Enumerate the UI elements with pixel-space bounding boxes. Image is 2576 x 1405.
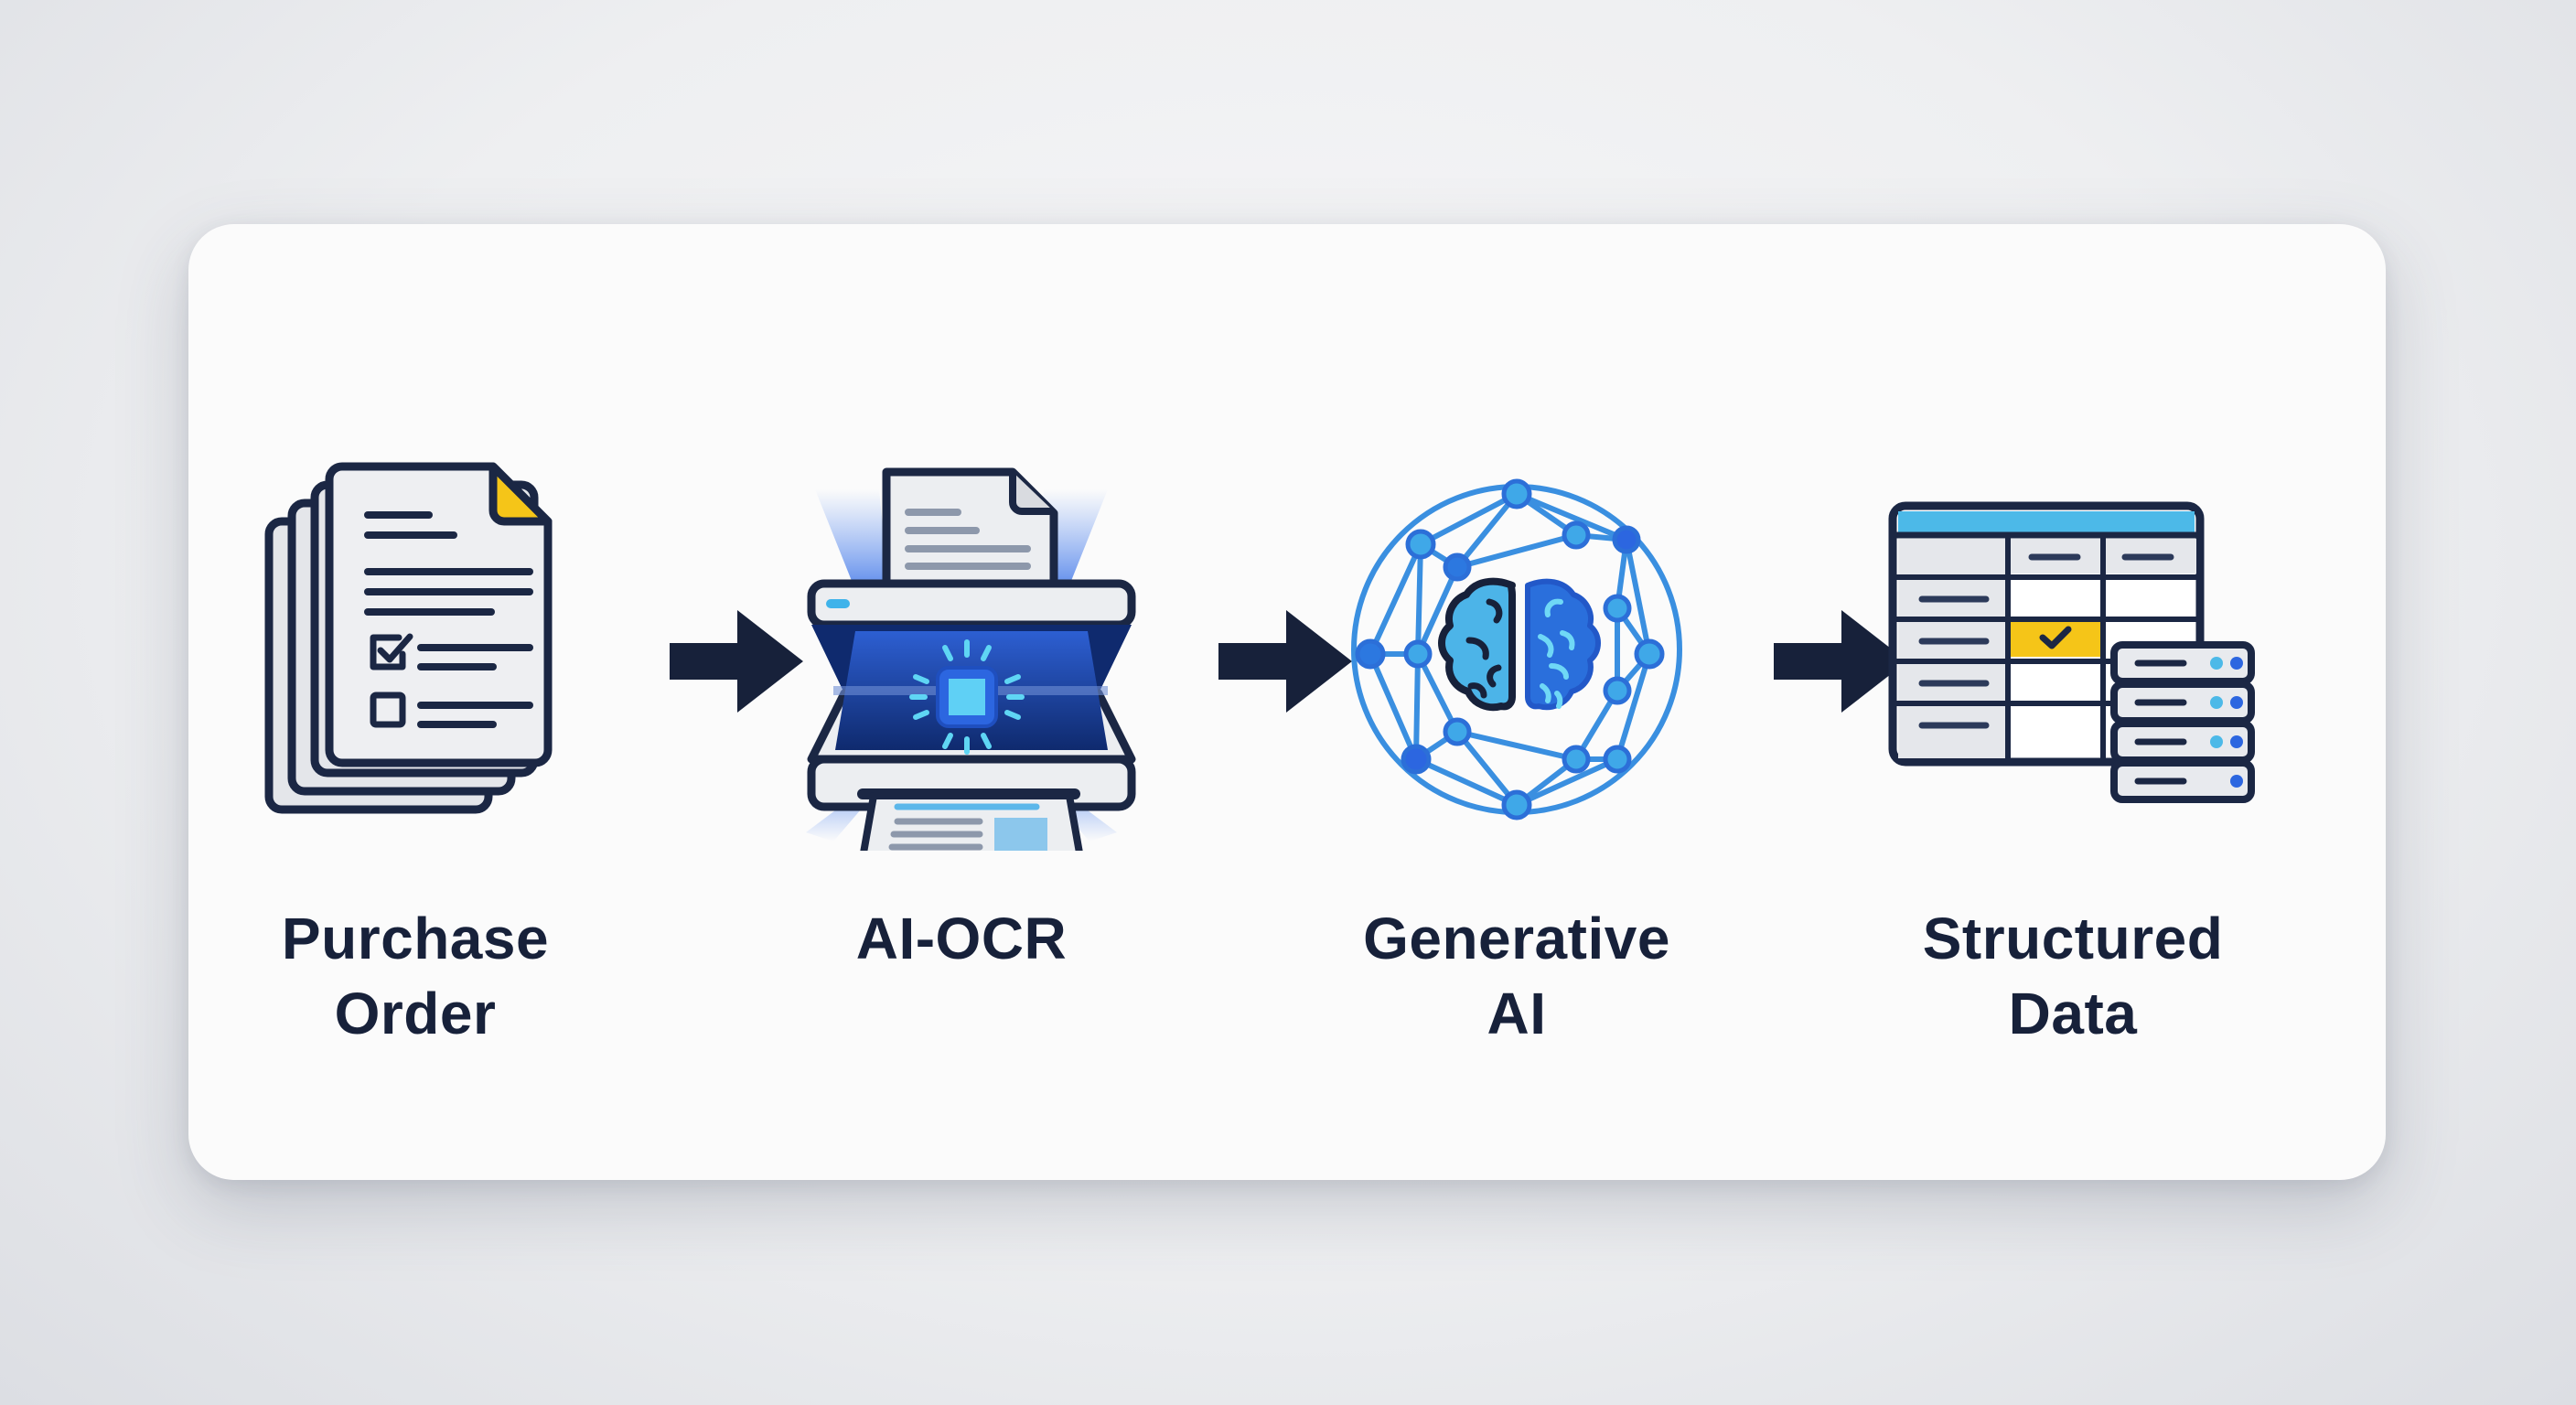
label-line-1: Purchase xyxy=(281,906,550,971)
step-structured-data: Structured Data xyxy=(1835,224,2311,1180)
step-label: AI-OCR xyxy=(724,901,1199,976)
label-line-1: Structured xyxy=(1922,906,2224,971)
arrow-right-icon xyxy=(1768,606,1915,721)
step-label: Generative AI xyxy=(1279,901,1755,1051)
arrow-right-icon xyxy=(664,606,810,721)
document-stack-icon xyxy=(260,434,571,823)
step-generative-ai: Generative AI xyxy=(1279,224,1755,1180)
step-label: Structured Data xyxy=(1835,901,2311,1051)
label-line-1: Generative xyxy=(1363,906,1670,971)
label-line-1: AI-OCR xyxy=(855,906,1068,971)
label-line-2: AI xyxy=(1487,981,1547,1046)
step-purchase-order: Purchase Order xyxy=(177,224,653,1180)
step-label: Purchase Order xyxy=(177,901,653,1051)
brain-network-icon xyxy=(1334,467,1700,837)
diagram-card: Purchase Order xyxy=(188,224,2386,1180)
label-line-2: Data xyxy=(2008,981,2138,1046)
arrow-right-icon xyxy=(1213,606,1359,721)
label-line-2: Order xyxy=(334,981,497,1046)
step-ai-ocr: AI-OCR xyxy=(724,224,1199,1180)
scanner-chip-icon xyxy=(778,448,1144,862)
table-database-icon xyxy=(1885,499,2260,814)
